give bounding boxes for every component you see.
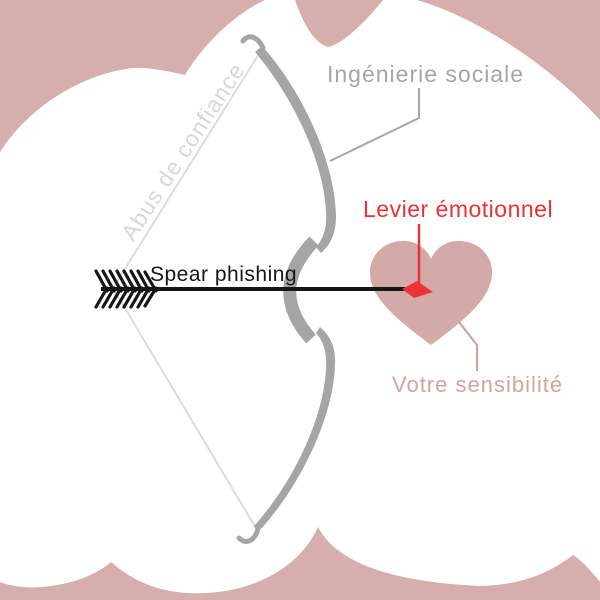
bow-label-connector xyxy=(329,88,420,162)
arrow-fletching xyxy=(94,269,158,309)
pink-bottom-strip xyxy=(0,527,600,600)
arrow-group xyxy=(94,269,433,309)
arrowhead xyxy=(402,281,433,298)
bow-lower-limb xyxy=(254,327,336,532)
bow-upper-tip-curl xyxy=(240,34,266,51)
label-bow: Ingénierie sociale xyxy=(327,61,525,87)
bow-upper-limb xyxy=(255,46,336,253)
pink-notch-top-center xyxy=(295,0,383,47)
label-heart: Votre sensibilité xyxy=(392,372,564,397)
heart-shape xyxy=(369,240,493,345)
label-lever: Levier émotionnel xyxy=(363,196,554,222)
pink-corner-top-right xyxy=(417,0,600,120)
bow-lower-tip-curl xyxy=(236,525,261,544)
heart-label-connector xyxy=(458,321,478,371)
pink-corner-top-left xyxy=(0,0,265,152)
label-arrow: Spear phishing xyxy=(150,263,298,286)
